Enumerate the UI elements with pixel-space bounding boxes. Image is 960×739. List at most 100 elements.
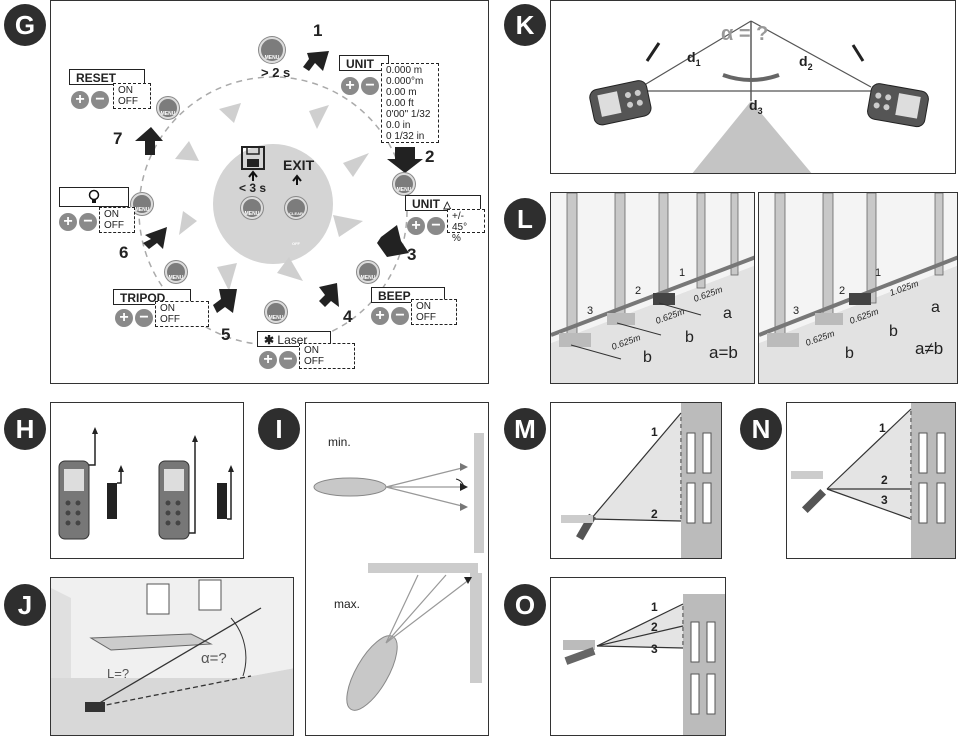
badge-l: L xyxy=(504,198,546,240)
beep-on-off: ON OFF xyxy=(411,299,457,325)
panel-m-height: 1 2 xyxy=(550,402,722,559)
step-3-arrow xyxy=(377,225,409,257)
beep-plus-button[interactable]: + xyxy=(371,307,389,325)
unit-minus-button[interactable]: − xyxy=(361,77,379,95)
beep-minus-button[interactable]: − xyxy=(391,307,409,325)
panel-i-min-max: min. max. xyxy=(305,402,489,736)
laser-plus-button[interactable]: + xyxy=(259,351,277,369)
max-label: max. xyxy=(334,597,361,611)
exit-label: EXIT xyxy=(283,157,315,173)
menu-button-step5[interactable]: MENU xyxy=(165,261,187,283)
panel-j-room: L=? α=? xyxy=(50,577,294,736)
step-number-1: 1 xyxy=(313,21,323,40)
label-a: a xyxy=(723,305,732,322)
unit-option: 0.000 m xyxy=(386,65,423,76)
light-bulb-icon xyxy=(88,189,100,203)
min-label: min. xyxy=(328,435,351,449)
panel-l-left: 0.625m 0.625m 0.625m 1 2 3 a b b a=b xyxy=(550,192,755,384)
tripod-minus-button[interactable]: − xyxy=(135,309,153,327)
label-b: b xyxy=(685,329,694,346)
reset-minus-button[interactable]: − xyxy=(91,91,109,109)
unit-option: 0.00 ft xyxy=(386,98,414,109)
laser-star-icon: ✱ xyxy=(264,333,275,347)
menu-button-step6[interactable]: MENU xyxy=(131,193,153,215)
height-2pt-svg xyxy=(561,403,721,558)
unit-option: 0 1/32 in xyxy=(386,131,425,142)
point-number: 1 xyxy=(651,425,658,439)
label-a: a xyxy=(931,299,940,316)
unit-option: 0.0 in xyxy=(386,120,411,131)
backlight-minus-button[interactable]: − xyxy=(79,213,97,231)
reset-plus-button[interactable]: + xyxy=(71,91,89,109)
reset-on-off: ON OFF xyxy=(113,83,151,109)
label-b: b xyxy=(643,349,652,366)
stud-wall-right-svg xyxy=(759,193,957,383)
step-1-arrow xyxy=(303,51,329,71)
reference-point-svg xyxy=(58,427,234,540)
step-number-2: 2 xyxy=(425,147,435,166)
badge-m: M xyxy=(504,408,546,450)
step-number-5: 5 xyxy=(221,325,231,344)
step-number-6: 6 xyxy=(119,243,129,262)
backlight-title xyxy=(59,187,129,207)
length-label: L=? xyxy=(107,666,130,681)
badge-g: G xyxy=(4,4,46,46)
badge-k: K xyxy=(504,4,546,46)
label-b: b xyxy=(889,323,898,340)
panel-o-height: 1 2 3 xyxy=(550,577,726,736)
unit-options-list: 0.000 m 0.000°m 0.00 m 0.00 ft 0'00" 1/3… xyxy=(381,63,439,143)
height-3pt-svg xyxy=(791,403,955,558)
point-number: 1 xyxy=(651,600,658,614)
panel-l-right: 1.025m 0.625m 0.625m 1 2 3 a b b a≠b xyxy=(758,192,958,384)
unit-angle-options: +/- 45° % xyxy=(447,209,485,244)
menu-button-step3[interactable]: MENU xyxy=(357,261,379,283)
equation-label: a≠b xyxy=(915,339,944,358)
unit-option: 0.00 m xyxy=(386,87,417,98)
stud-wall-left-svg xyxy=(551,193,754,383)
unit-angle-plus-button[interactable]: + xyxy=(407,217,425,235)
angle-triangle-icon: △ xyxy=(443,200,452,211)
menu-button-step4[interactable]: MENU xyxy=(265,301,287,323)
step-number-4: 4 xyxy=(343,307,353,326)
point-number: 2 xyxy=(881,473,888,487)
min-max-svg xyxy=(313,433,484,711)
laser-on-off: ON OFF xyxy=(299,343,355,369)
d1-label: d1 xyxy=(687,49,701,68)
unit-angle-minus-button[interactable]: − xyxy=(427,217,445,235)
badge-n: N xyxy=(740,408,782,450)
unit-option: 0'00" 1/32 xyxy=(386,109,431,120)
unit-plus-button[interactable]: + xyxy=(341,77,359,95)
step-number-7: 7 xyxy=(113,129,123,148)
badge-i: I xyxy=(258,408,300,450)
step-number-3: 3 xyxy=(407,245,417,264)
d3-label: d3 xyxy=(749,97,763,116)
label-b: b xyxy=(845,345,854,362)
stud-number: 1 xyxy=(875,267,882,279)
step-5-arrow xyxy=(213,289,237,313)
menu-cycle-svg xyxy=(135,51,423,346)
point-number: 3 xyxy=(651,642,658,656)
clear-off-button[interactable]: CLEAR OFF xyxy=(285,197,307,246)
backlight-on-off: ON OFF xyxy=(99,207,135,233)
panel-g-menu-diagram: MENU MENU MENU MENU MENU MENU MENU MENU … xyxy=(50,0,489,384)
hold-short-label: < 3 s xyxy=(239,181,267,195)
menu-button-step7[interactable]: MENU xyxy=(157,97,179,119)
height-partial-svg xyxy=(563,594,725,735)
angle-question-label: α = ? xyxy=(721,23,769,45)
point-number: 2 xyxy=(651,620,658,634)
step-7-arrow xyxy=(135,127,163,155)
menu-button-center[interactable]: MENU xyxy=(241,197,263,219)
stud-number: 3 xyxy=(587,305,594,317)
stud-number: 2 xyxy=(839,285,846,297)
menu-button-top[interactable]: MENU xyxy=(259,37,285,63)
laser-minus-button[interactable]: − xyxy=(279,351,297,369)
save-floppy-icon xyxy=(241,146,265,170)
tripod-plus-button[interactable]: + xyxy=(115,309,133,327)
backlight-plus-button[interactable]: + xyxy=(59,213,77,231)
hold-long-label: > 2 s xyxy=(261,65,291,80)
menu-button-step2[interactable]: MENU xyxy=(393,173,415,195)
unit-angle-title: UNIT △ xyxy=(405,195,481,211)
room-slope-svg xyxy=(51,578,293,735)
unit-title: UNIT xyxy=(339,55,389,71)
point-number: 2 xyxy=(651,507,658,521)
